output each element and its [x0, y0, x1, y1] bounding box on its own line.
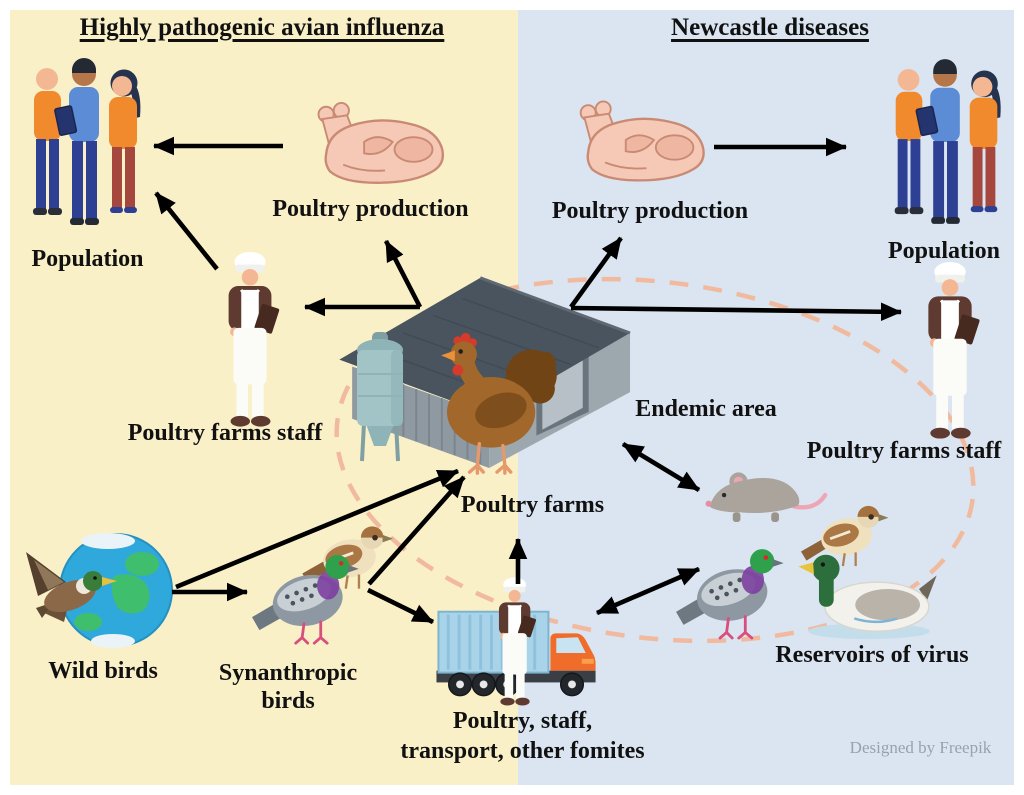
poultry-farm-staff-right — [903, 260, 998, 442]
label-population-left: Population — [31, 246, 144, 272]
newcastle-title: Newcastle diseases — [671, 14, 869, 41]
rat-icon — [705, 472, 828, 522]
hen-icon — [441, 332, 557, 475]
mallard-duck-icon — [798, 554, 937, 640]
population-group-left — [12, 55, 162, 235]
farm-staff-icon — [928, 261, 980, 439]
globe-duck-icon — [26, 533, 173, 648]
label-poultry-farms-staff-right: Poultry farms staff — [806, 438, 1002, 464]
farm-staff-icon — [228, 251, 280, 427]
hen — [428, 326, 566, 478]
pigeon-icon — [676, 549, 784, 640]
label-poultry-farms-staff-left: Poultry farms staff — [127, 420, 323, 446]
farm-staff-icon — [498, 577, 537, 706]
label-synanthropic-birds: Synanthropic birds — [218, 660, 358, 714]
chicken-carcass-icon — [317, 102, 445, 184]
rat — [700, 462, 830, 530]
label-endemic-area: Endemic area — [635, 396, 777, 422]
poultry-carcass-right — [560, 100, 715, 195]
pigeon-icon — [252, 554, 359, 645]
feed-silo — [348, 328, 412, 468]
chicken-carcass-icon — [579, 100, 705, 182]
label-poultry-farms: Poultry farms — [460, 492, 605, 518]
truck-staff — [480, 576, 550, 708]
label-reservoirs-of-virus: Reservoirs of virus — [775, 642, 969, 668]
label-fomites-line2: transport, other fomites — [400, 738, 645, 764]
label-poultry-production-right: Poultry production — [551, 198, 749, 224]
label-fomites-line1: Poultry, staff, — [452, 708, 593, 734]
hpai-title: Highly pathogenic avian influenza — [79, 14, 445, 41]
people-icon — [894, 59, 1001, 224]
sparrow-icon — [800, 505, 889, 567]
silo-icon — [357, 332, 403, 462]
transport-truck — [428, 596, 606, 706]
freepik-credit: Designed by Freepik — [849, 738, 992, 757]
synanthropic-pigeon — [248, 528, 373, 658]
wild-birds-globe — [18, 524, 178, 664]
population-group-right — [874, 56, 1022, 234]
label-poultry-production-left: Poultry production — [272, 196, 469, 222]
label-population-right: Population — [887, 238, 1001, 264]
poultry-farm-staff-left — [203, 250, 298, 430]
truck-icon — [436, 610, 596, 697]
people-icon — [33, 58, 141, 225]
reservoir-sparrow — [798, 495, 896, 577]
label-wild-birds: Wild birds — [48, 658, 158, 684]
reservoir-duck — [795, 540, 943, 643]
poultry-carcass-left — [296, 102, 456, 197]
reservoir-pigeon — [674, 522, 796, 653]
